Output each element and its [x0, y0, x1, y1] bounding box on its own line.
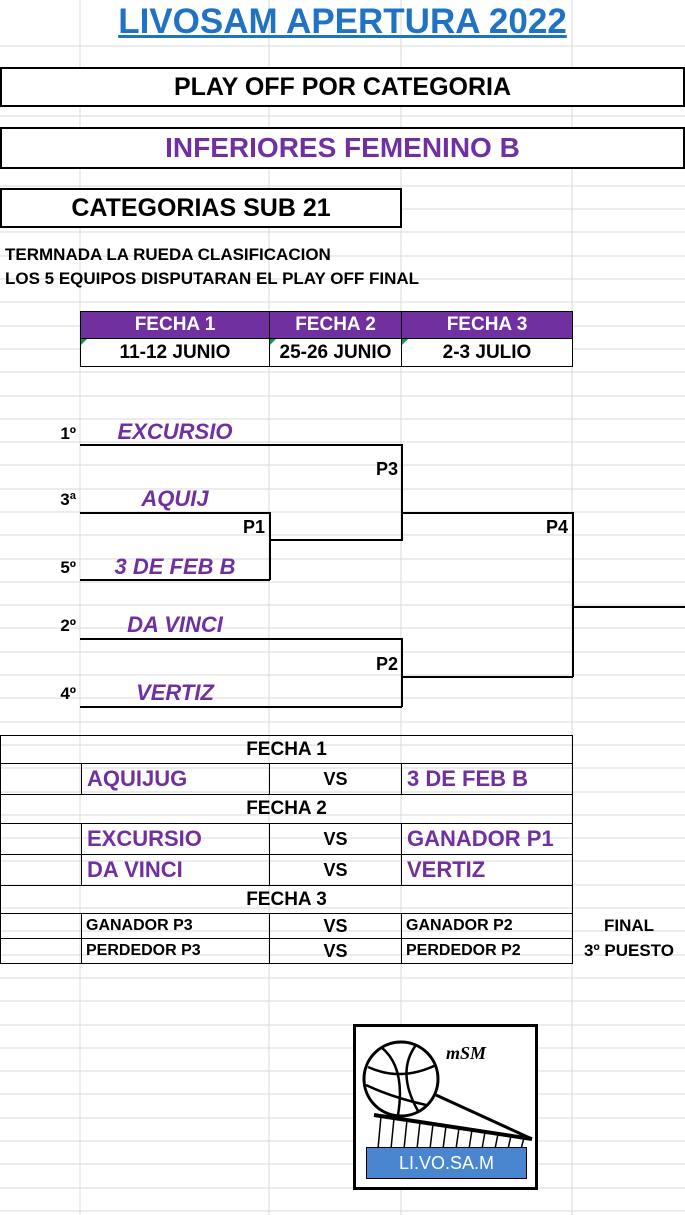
seed-position: 5º [60, 558, 76, 577]
schedule-vs: VS [269, 763, 402, 795]
dates-value-fecha-3: 2-3 JULIO [401, 338, 573, 367]
page-title: LIVOSAM APERTURA 2022 [118, 2, 567, 41]
bracket-line [572, 606, 685, 608]
division-box: INFERIORES FEMENINO B [0, 127, 685, 169]
dates-value-fecha-1: 11-12 JUNIO [80, 338, 270, 367]
dates-value-fecha-2: 25-26 JUNIO [269, 338, 402, 367]
bracket-label-p1: P1 [242, 517, 265, 537]
logo-monogram: mSM [446, 1043, 487, 1063]
schedule-home-team: GANADOR P3 [81, 913, 270, 939]
logo-bar: LI.VO.SA.M [366, 1147, 527, 1179]
schedule-home-team: AQUIJUG [81, 763, 270, 795]
category-text: CATEGORIAS SUB 21 [71, 193, 331, 222]
category-box: CATEGORIAS SUB 21 [0, 188, 402, 228]
date-text-1: 11-12 JUNIO [119, 341, 231, 363]
bracket-line [80, 579, 270, 581]
schedule-home-team: DA VINCI [81, 854, 270, 886]
bracket-line [80, 638, 402, 640]
seed-position: 2º [60, 616, 76, 635]
date-text-3: 2-3 JULIO [442, 341, 532, 363]
schedule-vs: VS [269, 854, 402, 886]
bracket-line [401, 512, 573, 514]
schedule-cell [0, 823, 82, 855]
schedule-home-team: EXCURSIO [81, 823, 270, 855]
schedule-note-third-place: 3º PUESTO [584, 941, 674, 960]
schedule-header-fecha-1: FECHA 1 [0, 735, 573, 764]
note-line-1: TERMNADA LA RUEDA CLASIFICACION [5, 245, 331, 264]
schedule-header-fecha-3: FECHA 3 [0, 885, 573, 914]
bracket-team: 3 DE FEB B [114, 554, 236, 579]
bracket-label-p2: P2 [375, 654, 398, 674]
schedule-away-team: VERTIZ [401, 854, 573, 886]
bracket-line [401, 444, 403, 540]
schedule-away-team: GANADOR P2 [401, 913, 573, 939]
schedule-vs: VS [269, 913, 402, 939]
schedule-home-team: PERDEDOR P3 [81, 938, 270, 964]
bracket-team: AQUIJ [141, 486, 209, 511]
schedule-vs: VS [269, 823, 402, 855]
bracket-team: EXCURSIO [117, 419, 233, 444]
dates-header-fecha-2: FECHA 2 [269, 311, 402, 339]
bracket-line [80, 444, 402, 446]
logo-text: LI.VO.SA.M [398, 1152, 495, 1173]
seed-position: 1º [60, 424, 76, 443]
note-line-2: LOS 5 EQUIPOS DISPUTARAN EL PLAY OFF FIN… [5, 269, 420, 288]
schedule-cell [0, 938, 82, 964]
bracket-team: VERTIZ [136, 680, 214, 705]
schedule-note-final: FINAL [603, 916, 655, 935]
livosam-logo: mSM LI.VO.SA.M [353, 1024, 538, 1190]
bracket-line [401, 638, 403, 707]
division-text: INFERIORES FEMENINO B [165, 132, 520, 163]
schedule-cell [0, 763, 82, 795]
bracket-line [269, 539, 403, 541]
bracket-line [269, 512, 271, 580]
schedule-away-team: 3 DE FEB B [401, 763, 573, 795]
schedule-away-team: PERDEDOR P2 [401, 938, 573, 964]
dates-header-fecha-3: FECHA 3 [401, 311, 573, 339]
seed-position: 3ª [60, 490, 76, 509]
subtitle-box: PLAY OFF POR CATEGORIA [0, 67, 685, 107]
schedule-header-fecha-2: FECHA 2 [0, 794, 573, 824]
date-text-2: 25-26 JUNIO [279, 341, 392, 363]
bracket-label-p4: P4 [545, 517, 568, 537]
bracket-team: DA VINCI [127, 612, 223, 637]
dates-header-fecha-1: FECHA 1 [80, 311, 270, 339]
schedule-cell [0, 913, 82, 939]
schedule-away-team: GANADOR P1 [401, 823, 573, 855]
bracket-line [80, 706, 402, 708]
bracket-line [572, 512, 574, 677]
schedule-cell [0, 854, 82, 886]
bracket-line [80, 512, 270, 514]
bracket-line [401, 676, 573, 678]
volleyball-net-icon: mSM [362, 1040, 533, 1150]
subtitle-text: PLAY OFF POR CATEGORIA [173, 72, 512, 101]
bracket-label-p3: P3 [375, 459, 398, 479]
seed-position: 4º [60, 684, 76, 703]
schedule-vs: VS [269, 938, 402, 964]
